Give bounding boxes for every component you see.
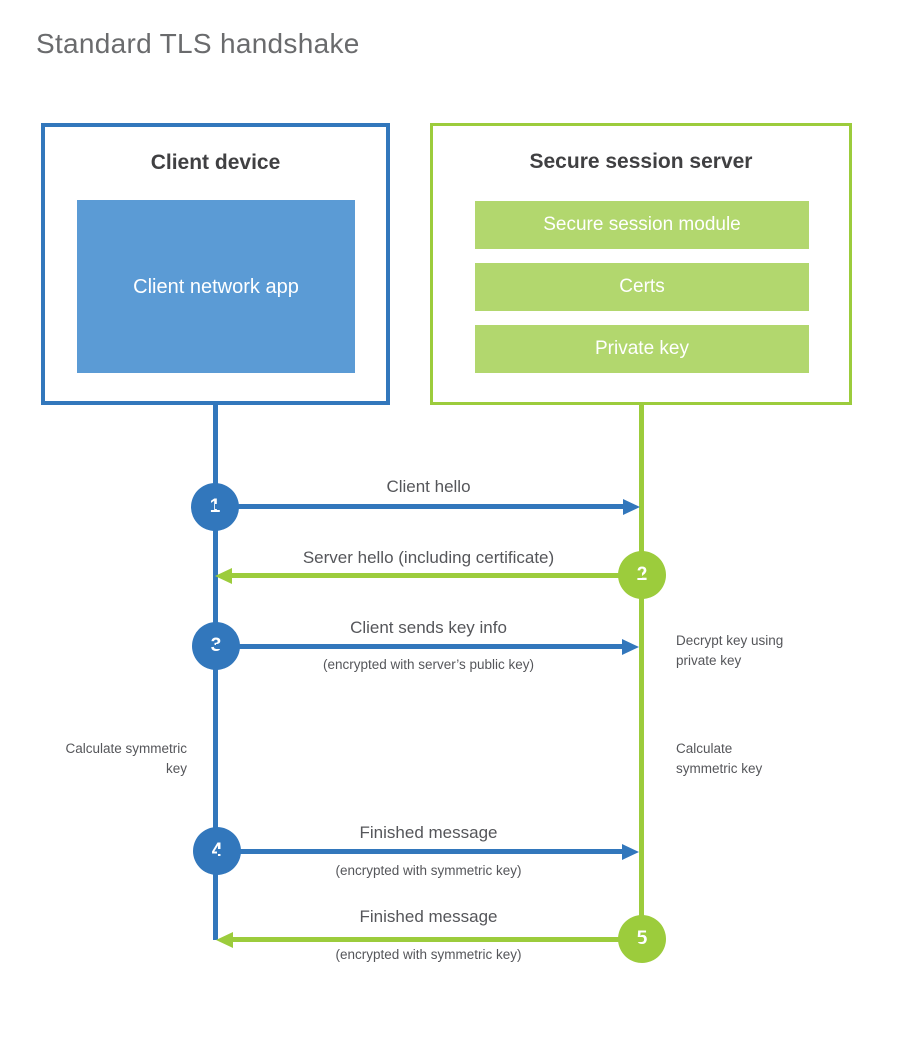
client-network-app-box: Client network app <box>77 200 355 373</box>
step-5-label: Finished message <box>359 907 498 926</box>
step-2-label: Server hello (including certificate) <box>302 548 555 567</box>
server-lifeline <box>639 405 644 939</box>
step-1-number: 1 <box>210 496 221 518</box>
calculate-symmetric-key-note-client: Calculate symmetric key <box>65 741 187 776</box>
step-4-label: Finished message <box>359 823 498 842</box>
step-4-number: 4 <box>212 840 223 862</box>
step-4-arrow-line <box>217 849 624 854</box>
calculate-symmetric-key-note-server: Calculate symmetric key <box>676 741 763 776</box>
client-device-title: Client device <box>150 151 281 174</box>
client-network-app-label: Client network app <box>133 275 299 298</box>
arrow-right-icon <box>623 499 640 515</box>
secure-session-server-title: Secure session server <box>529 150 753 173</box>
server-module-label: Secure session module <box>543 214 741 235</box>
step-1-label: Client hello <box>386 477 471 496</box>
step-4-sublabel: (encrypted with symmetric key) <box>335 863 522 878</box>
step-1-arrow-line <box>215 504 625 509</box>
server-module-bar: Secure session module <box>475 201 809 249</box>
arrow-right-icon <box>622 844 639 860</box>
server-private-key-label: Private key <box>595 338 689 359</box>
server-certs-bar: Certs <box>475 263 809 311</box>
step-3-arrow-line <box>216 644 624 649</box>
page-title: Standard TLS handshake <box>36 28 360 59</box>
step-3-sublabel: (encrypted with server’s public key) <box>322 657 535 672</box>
decrypt-key-note: Decrypt key using private key <box>676 633 784 668</box>
step-2-arrow-line <box>232 573 642 578</box>
server-private-key-bar: Private key <box>475 325 809 373</box>
client-lifeline <box>213 405 218 940</box>
arrow-right-icon <box>622 639 639 655</box>
step-5-arrow-line <box>233 937 642 942</box>
step-5-sublabel: (encrypted with symmetric key) <box>335 947 522 962</box>
arrow-left-icon <box>215 568 232 584</box>
arrow-left-icon <box>216 932 233 948</box>
step-3-label: Client sends key info <box>350 618 507 637</box>
server-certs-label: Certs <box>619 276 665 297</box>
step-3-number: 3 <box>211 635 222 657</box>
